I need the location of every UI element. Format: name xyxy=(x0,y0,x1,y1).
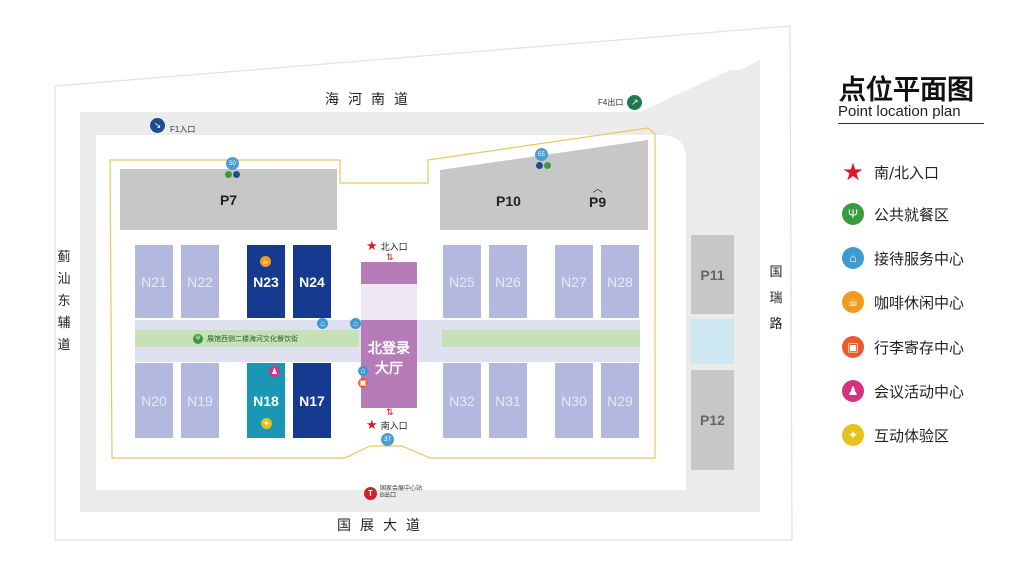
title-underline xyxy=(838,123,984,124)
fork-spoon-icon: Ψ xyxy=(193,333,203,344)
arrow-updown-icon: ⇅ xyxy=(386,407,394,417)
south-entrance[interactable]: ★ 南入口 xyxy=(366,417,408,433)
north-entrance-label: 北入口 xyxy=(380,241,408,252)
hall-n21[interactable]: N21 xyxy=(135,245,173,318)
north-entrance[interactable]: ★ 北入口 xyxy=(366,238,408,254)
interactive-icon: ✦ xyxy=(842,424,864,446)
hall-n26[interactable]: N26 xyxy=(489,245,527,318)
legend-meeting: ♟ 会议活动中心 xyxy=(842,380,964,402)
parking-p9[interactable]: ︿ P9 xyxy=(589,184,607,211)
f1-label: F1入口 xyxy=(170,125,196,134)
parking-p11[interactable]: P11 xyxy=(691,235,734,314)
star-icon: ★ xyxy=(366,417,378,432)
south-entrance-label: 南入口 xyxy=(380,420,408,431)
stop-55-icons xyxy=(536,162,551,169)
page-title: 点位平面图 xyxy=(839,75,974,106)
coffee-icon[interactable]: ☕ xyxy=(260,256,271,267)
hall-n17[interactable]: N17 xyxy=(293,363,331,438)
f1-entrance[interactable]: ↘ F1入口 xyxy=(150,116,195,135)
hall-n20[interactable]: N20 xyxy=(135,363,173,438)
water-area xyxy=(691,319,734,364)
parking-p12[interactable]: P12 xyxy=(691,370,734,470)
page-subtitle: Point location plan xyxy=(838,103,961,120)
f4-exit[interactable]: F4出口 ↗ xyxy=(598,95,643,110)
metro-icon: T xyxy=(364,486,377,500)
hall-n30[interactable]: N30 xyxy=(555,363,593,438)
hall-n32[interactable]: N32 xyxy=(443,363,481,438)
roof-icon: ︿ xyxy=(592,184,603,195)
legend-interactive: ✦ 互动体验区 xyxy=(842,424,949,446)
hall-n27[interactable]: N27 xyxy=(555,245,593,318)
road-south: 国展大道 xyxy=(337,518,429,534)
stop-50[interactable]: 50 xyxy=(226,157,239,170)
hall-n28[interactable]: N28 xyxy=(601,245,639,318)
arrow-up-right-icon: ↗ xyxy=(627,95,643,110)
road-west: 蓟 汕 东 辅 道 xyxy=(57,250,71,353)
fork-spoon-icon xyxy=(225,171,232,178)
stop-55[interactable]: 55 xyxy=(535,148,548,161)
fork-spoon-icon: Ψ xyxy=(842,203,864,225)
coffee-icon: ☕ xyxy=(842,291,864,313)
legend-entrance: ★ 南/北入口 xyxy=(842,158,940,186)
arrow-down-right-icon: ↘ xyxy=(150,118,165,133)
hall-n25[interactable]: N25 xyxy=(443,245,481,318)
service-icon[interactable]: ⌂ xyxy=(350,318,361,329)
stop-37[interactable]: 37 xyxy=(381,433,394,446)
star-icon: ★ xyxy=(366,238,378,253)
f4-label: F4出口 xyxy=(598,98,624,107)
arrow-updown-icon: ⇅ xyxy=(386,252,394,262)
legend-service: ⌂ 接待服务中心 xyxy=(842,247,964,269)
hall-n29[interactable]: N29 xyxy=(601,363,639,438)
luggage-icon: ▣ xyxy=(842,336,864,358)
legend-dining: Ψ 公共就餐区 xyxy=(842,203,949,225)
service-icon: ⌂ xyxy=(842,247,864,269)
metro-exit[interactable]: T 国家会展中心站 B出口 xyxy=(364,486,422,500)
legend-luggage: ▣ 行李寄存中心 xyxy=(842,336,964,358)
road-east: 国 瑞 路 xyxy=(769,265,783,332)
hall-n19[interactable]: N19 xyxy=(181,363,219,438)
dining-street-label: 展馆西侧二楼海河文化餐饮街 xyxy=(207,335,298,343)
dining-street-band-west[interactable]: Ψ 展馆西侧二楼海河文化餐饮街 xyxy=(135,330,359,347)
luggage-icon[interactable]: ▣ xyxy=(358,378,368,388)
meeting-icon: ♟ xyxy=(842,380,864,402)
hall-n24[interactable]: N24 xyxy=(293,245,331,318)
service-icon xyxy=(536,162,543,169)
parking-p10[interactable]: P10 xyxy=(496,193,521,209)
dining-street-band-east xyxy=(442,330,640,347)
lobby-inner xyxy=(361,284,417,320)
road-north: 海河南道 xyxy=(325,92,417,108)
service-icon xyxy=(233,171,240,178)
service-icon[interactable]: ⌂ xyxy=(358,366,368,376)
meeting-icon[interactable]: ♟ xyxy=(269,366,280,377)
star-icon: ★ xyxy=(842,158,864,186)
interactive-icon[interactable]: ✦ xyxy=(261,418,272,429)
parking-p10-area xyxy=(440,140,648,230)
fork-spoon-icon xyxy=(544,162,551,169)
service-icon[interactable]: ⌂ xyxy=(317,318,328,329)
north-lobby[interactable]: 北登录 大厅 xyxy=(361,320,417,408)
lobby-top-strip xyxy=(361,262,417,284)
hall-n31[interactable]: N31 xyxy=(489,363,527,438)
stop-50-icons xyxy=(225,171,240,178)
hall-n22[interactable]: N22 xyxy=(181,245,219,318)
parking-p7[interactable]: P7 xyxy=(120,169,337,230)
legend-coffee: ☕ 咖啡休闲中心 xyxy=(842,291,964,313)
